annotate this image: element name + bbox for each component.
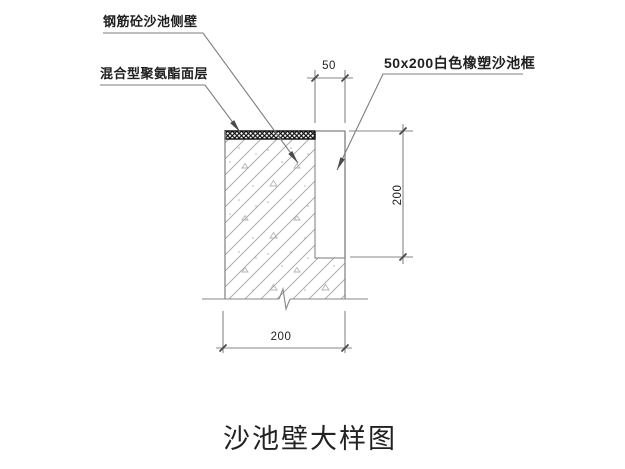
dimension-frame-height xyxy=(349,124,413,264)
leader-surface-arrowhead xyxy=(230,120,240,132)
leader-wall-arrowhead xyxy=(288,151,298,163)
wall-section xyxy=(224,130,346,299)
leader-wall xyxy=(103,32,299,164)
dimension-text-frame-height: 200 xyxy=(392,184,404,206)
leader-surface xyxy=(100,84,241,133)
wall-outline xyxy=(224,130,346,299)
leader-frame-arrowhead xyxy=(337,157,345,170)
leader-frame xyxy=(336,73,523,171)
dimension-wall-width xyxy=(216,311,352,353)
ground-line xyxy=(202,286,368,312)
dimension-text-frame-width: 50 xyxy=(322,60,336,72)
leader-lines xyxy=(100,32,523,171)
rubber-frame-strip xyxy=(314,130,346,259)
drawing-title: 沙池壁大样图 xyxy=(223,424,397,454)
callout-surface-label: 混合型聚氨酯面层 xyxy=(100,66,209,81)
concrete-speckle-overlay xyxy=(225,139,345,299)
callout-wall-label: 钢筋砼沙池侧壁 xyxy=(103,14,198,29)
dimension-text-wall-width: 200 xyxy=(270,331,292,343)
dimension-frame-width xyxy=(307,70,353,123)
callout-frame-label: 50x200白色橡塑沙池框 xyxy=(384,55,536,71)
break-mark xyxy=(278,286,291,312)
surface-layer-strip xyxy=(224,130,316,140)
